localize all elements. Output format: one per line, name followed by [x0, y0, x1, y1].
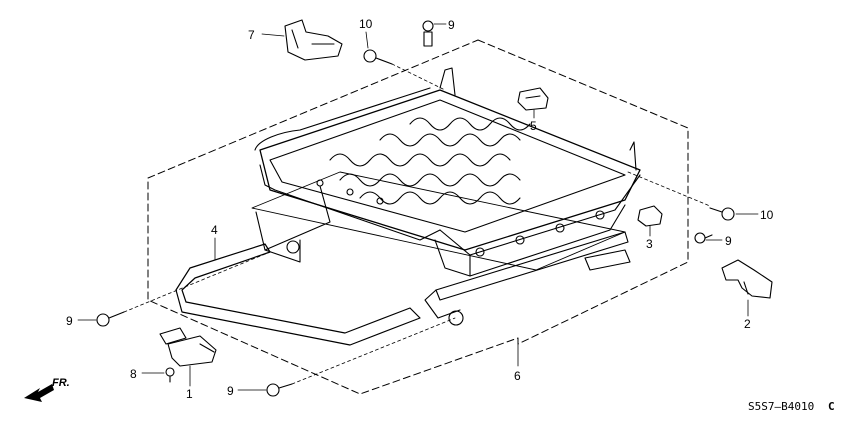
callout-3: 3	[646, 237, 653, 251]
callout-5: 5	[530, 119, 537, 133]
screw-8	[165, 367, 175, 383]
callout-2: 2	[744, 317, 751, 331]
bolt-9-bottom	[266, 383, 293, 397]
callout-10-top: 10	[359, 17, 373, 31]
bolt-link-right	[627, 171, 711, 207]
clip-part-5	[517, 87, 549, 111]
bolt-9-right	[694, 232, 713, 244]
bolt-9-top	[422, 20, 434, 47]
callout-9-bottom: 9	[227, 384, 234, 398]
seat-rail-assembly	[251, 171, 631, 326]
callout-6: 6	[514, 369, 521, 383]
bolt-10-top	[363, 49, 393, 65]
front-direction-label: FR.	[52, 377, 70, 389]
bolt-link-left	[123, 251, 271, 313]
callout-9-right: 9	[725, 234, 732, 248]
front-direction-arrow-icon	[24, 384, 54, 402]
leader-10-top	[365, 31, 369, 49]
callout-4: 4	[211, 223, 218, 237]
callout-8: 8	[130, 367, 137, 381]
cover-part-7	[284, 19, 343, 61]
assembly-boundary	[147, 39, 689, 395]
callout-1: 1	[186, 387, 193, 401]
release-bar	[175, 243, 421, 346]
callout-10-right: 10	[760, 208, 774, 222]
switch-part-1	[159, 327, 217, 367]
diagram-code: S5S7—B4010	[748, 400, 814, 413]
callout-9-left: 9	[66, 314, 73, 328]
diagram-code-suffix: C	[828, 400, 835, 413]
seat-cushion-frame	[254, 67, 641, 277]
bolt-link-top	[391, 63, 446, 91]
callout-9-top: 9	[448, 18, 455, 32]
cover-part-2	[721, 259, 773, 299]
callout-7: 7	[248, 28, 255, 42]
clip-part-3	[637, 205, 663, 227]
bolt-9-left	[96, 311, 125, 327]
leader-7	[261, 33, 285, 37]
bolt-10-right	[709, 207, 735, 221]
bolt-link-bottom	[291, 317, 456, 385]
